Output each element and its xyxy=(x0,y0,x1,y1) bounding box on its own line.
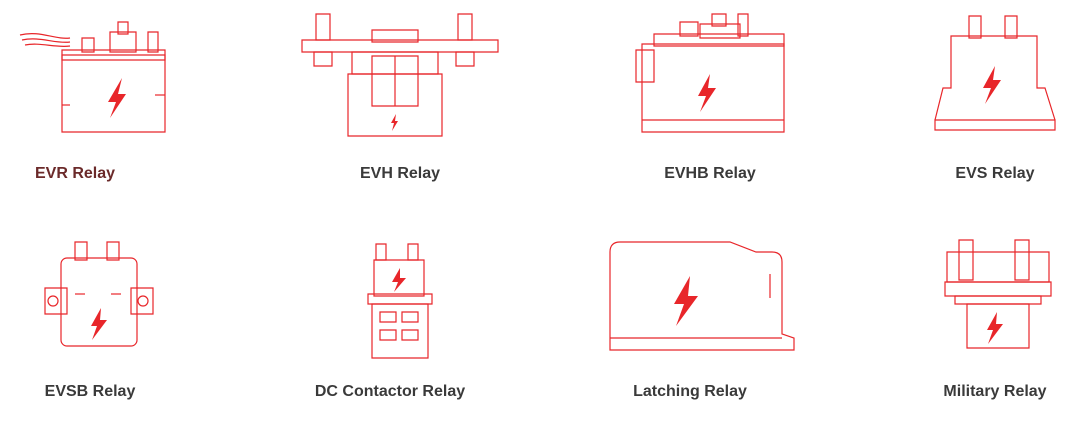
product-evr-relay[interactable]: EVR Relay xyxy=(10,10,190,190)
product-label: EVSB Relay xyxy=(44,383,136,400)
product-label: Military Relay xyxy=(943,383,1047,400)
product-label: DC Contactor Relay xyxy=(314,383,466,400)
evr-relay-icon xyxy=(10,10,190,150)
product-evhb-relay[interactable]: EVHB Relay xyxy=(620,10,800,190)
product-evsb-relay[interactable]: EVSB Relay xyxy=(35,238,165,408)
latching-relay-icon xyxy=(600,238,800,358)
product-military-relay[interactable]: Military Relay xyxy=(925,238,1065,408)
product-evh-relay[interactable]: EVH Relay xyxy=(300,10,500,190)
product-label: Latching Relay xyxy=(633,383,747,400)
dc-contactor-relay-icon xyxy=(320,238,490,358)
product-label: EVR Relay xyxy=(34,165,116,182)
product-label: EVHB Relay xyxy=(664,165,756,182)
evsb-relay-icon xyxy=(35,238,165,358)
product-evs-relay[interactable]: EVS Relay xyxy=(925,10,1065,190)
evs-relay-icon xyxy=(925,10,1065,150)
product-label: EVH Relay xyxy=(359,165,441,182)
military-relay-icon xyxy=(925,238,1065,358)
evhb-relay-icon xyxy=(620,10,800,150)
product-label: EVS Relay xyxy=(955,165,1035,182)
evh-relay-icon xyxy=(300,10,500,150)
product-dc-contactor-relay[interactable]: DC Contactor Relay xyxy=(315,238,490,408)
product-latching-relay[interactable]: Latching Relay xyxy=(600,238,800,408)
